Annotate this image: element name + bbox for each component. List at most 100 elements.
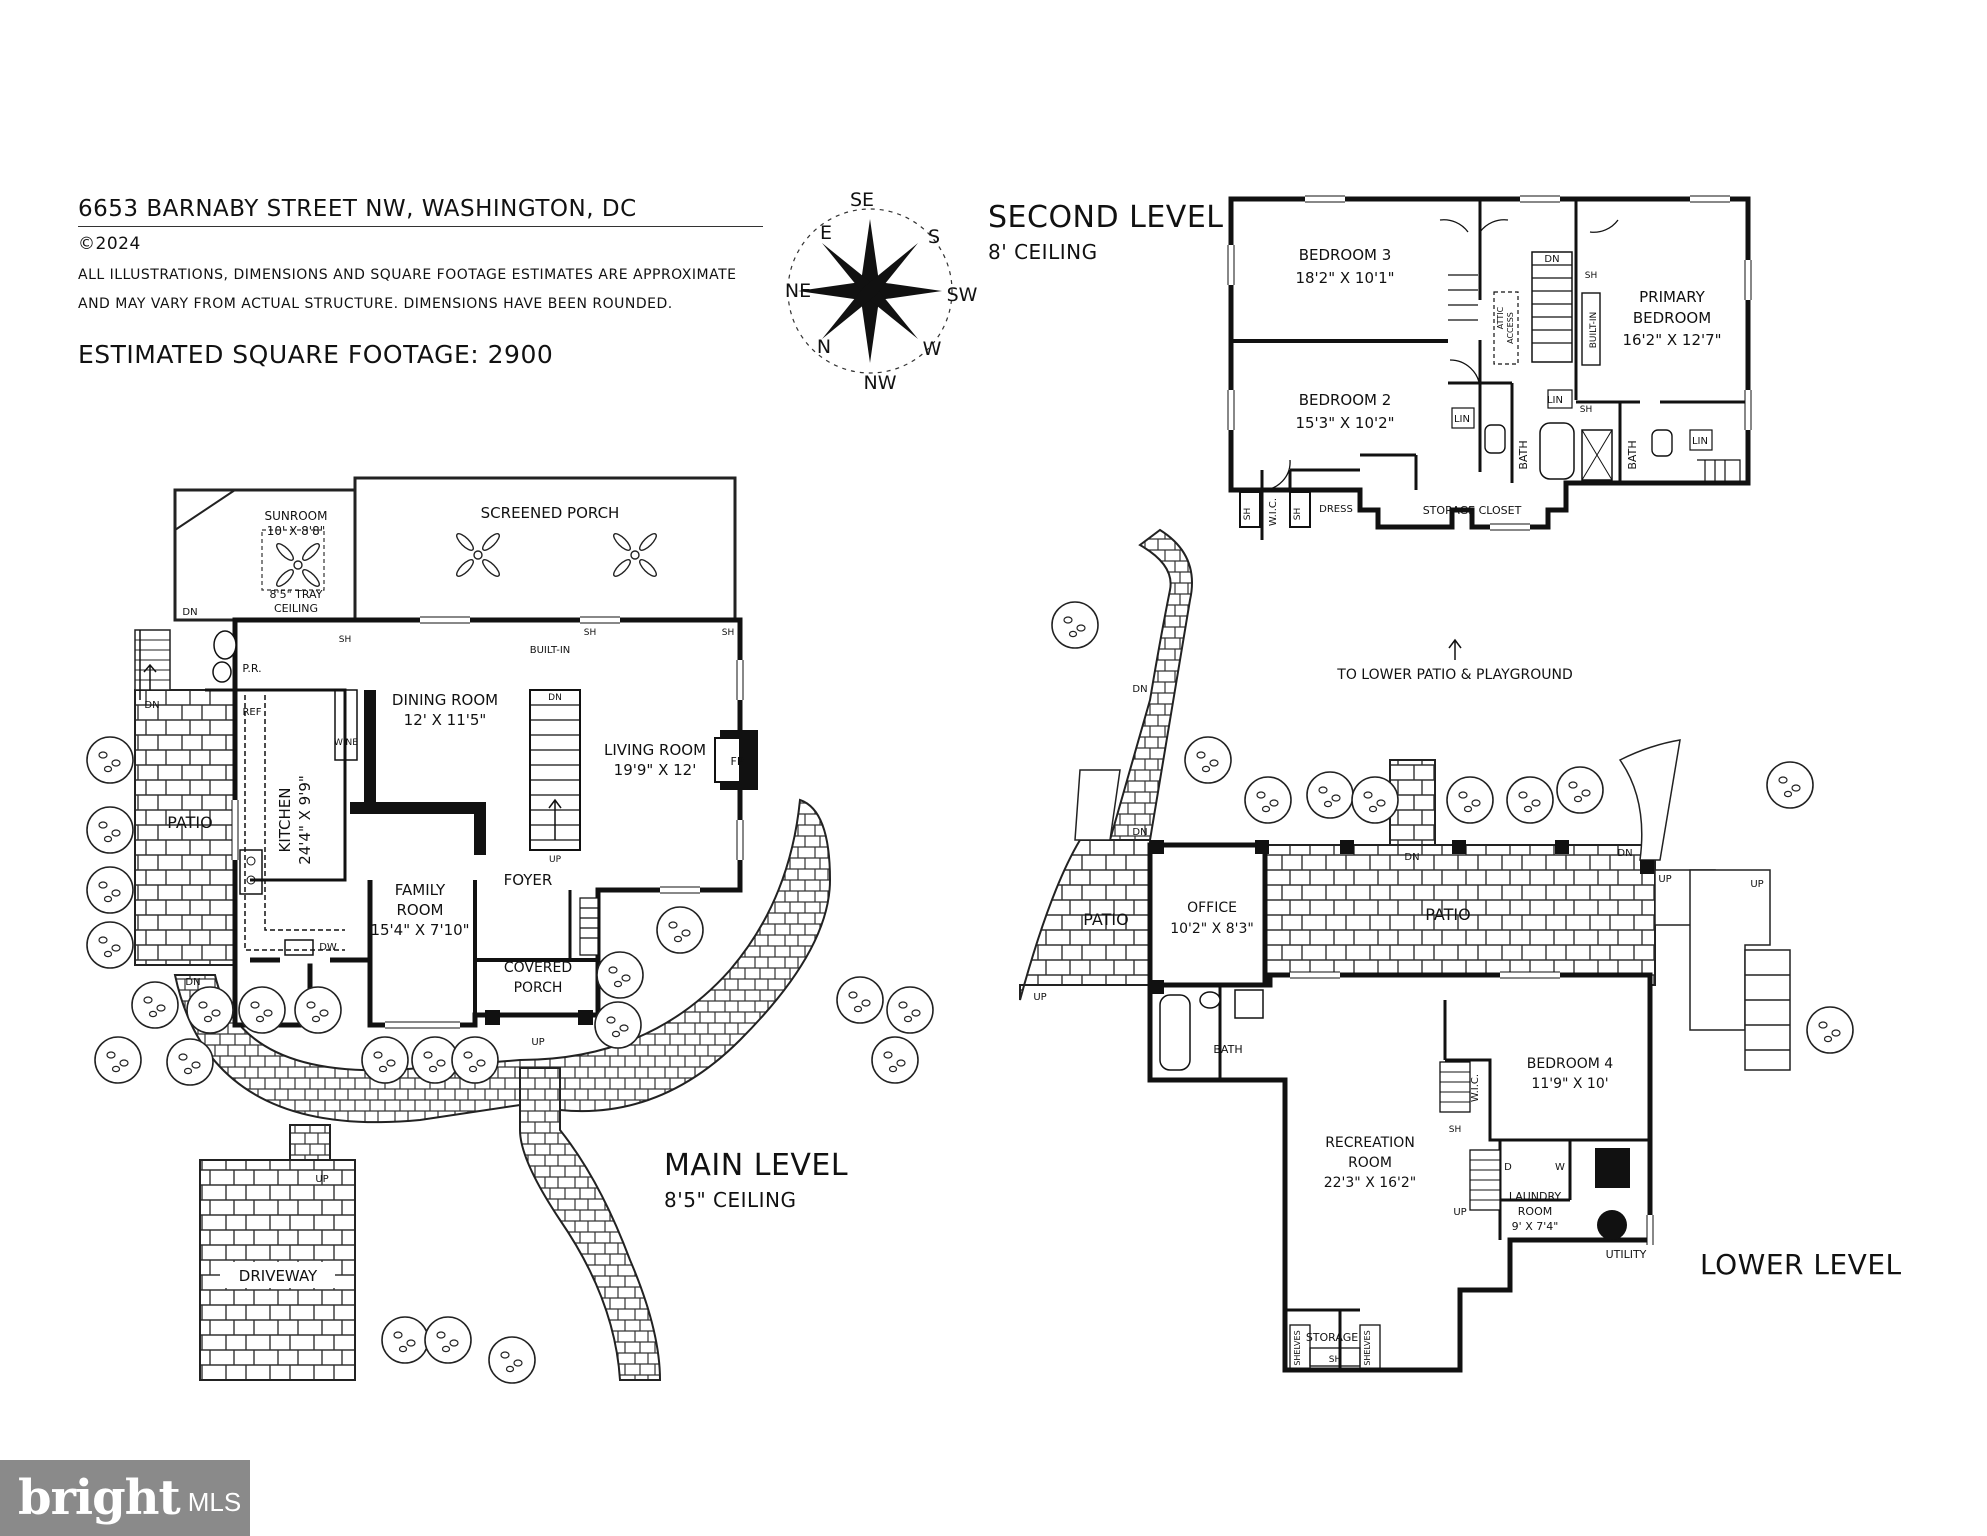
compass-nw: NW: [864, 372, 897, 394]
sunroom-label: SUNROOM: [265, 509, 328, 523]
lower-bath-label: BATH: [1213, 1043, 1242, 1056]
main-level-ceiling: 8'5" CEILING: [664, 1188, 797, 1212]
second-lin-1: LIN: [1547, 395, 1563, 406]
bedroom-4-dimensions: 11'9" X 10': [1531, 1076, 1608, 1092]
washer-label: W: [1555, 1162, 1565, 1173]
main-level-title: MAIN LEVEL: [664, 1148, 849, 1183]
second-level-labels: BEDROOM 3 18'2" X 10'1" BEDROOM 2 15'3" …: [1243, 246, 1722, 526]
living-room-dimensions: 19'9" X 12': [614, 761, 697, 779]
fireplace-label: FP: [731, 755, 744, 768]
main-built-in-label: BUILT-IN: [530, 645, 571, 656]
second-lin-3: LIN: [1692, 436, 1708, 447]
bedroom-2-dimensions: 15'3" X 10'2": [1295, 414, 1394, 432]
square-footage: ESTIMATED SQUARE FOOTAGE: 2900: [78, 340, 554, 369]
second-sh-4: SH: [1293, 508, 1303, 520]
second-sh-1: SH: [1585, 271, 1597, 281]
main-stair-up: UP: [549, 855, 562, 865]
main-sh-1: SH: [339, 635, 351, 645]
compass-rose: SE S SW W NW N NE E: [785, 189, 978, 394]
attic-label-1: ATTIC: [1496, 306, 1505, 329]
main-stair-dn: DN: [548, 693, 562, 703]
foyer-label: FOYER: [504, 871, 553, 889]
second-bath-2: BATH: [1626, 440, 1639, 469]
laundry-label-2: ROOM: [1518, 1205, 1552, 1218]
main-up-driveway: UP: [315, 1174, 328, 1185]
header-divider: [78, 226, 763, 227]
second-wic: W.I.C.: [1268, 498, 1279, 526]
second-sh-2: SH: [1580, 405, 1592, 415]
compass-se: SE: [850, 189, 874, 211]
shelves-label-2: SHELVES: [1363, 1330, 1372, 1365]
family-room-dimensions: 15'4" X 7'10": [370, 921, 469, 939]
lower-up-4: UP: [1453, 1207, 1466, 1218]
covered-porch-label-1: COVERED: [504, 960, 572, 976]
second-level-ceiling: 8' CEILING: [988, 240, 1098, 264]
sunroom-dimensions: 10' X 8'8": [267, 524, 326, 538]
bedroom-4-label: BEDROOM 4: [1527, 1056, 1614, 1072]
lower-main-patio-label: PATIO: [1425, 905, 1470, 924]
laundry-label-1: LAUNDRY: [1509, 1190, 1562, 1203]
main-level-labels: SUNROOM 10' X 8'8" 8'5" TRAY CEILING SCR…: [144, 504, 744, 1288]
driveway-label: DRIVEWAY: [239, 1267, 318, 1285]
dining-room-label: DINING ROOM: [392, 691, 498, 709]
compass-n: N: [817, 336, 831, 358]
property-address: 6653 BARNABY STREET NW, WASHINGTON, DC: [78, 196, 637, 222]
lower-dn-2: DN: [1132, 684, 1147, 695]
dining-room-dimensions: 12' X 11'5": [404, 711, 487, 729]
primary-bedroom-label-2: BEDROOM: [1633, 309, 1711, 327]
lower-up-1: UP: [1033, 992, 1046, 1003]
primary-bedroom-dimensions: 16'2" X 12'7": [1622, 331, 1721, 349]
compass-w: W: [923, 338, 942, 360]
tray-ceiling-1: 8'5" TRAY: [270, 588, 323, 601]
office-label: OFFICE: [1187, 900, 1237, 916]
lower-sh-storage: SH: [1329, 1355, 1341, 1365]
lower-up-2: UP: [1658, 874, 1671, 885]
lower-dn-1: DN: [1132, 827, 1147, 838]
lower-level-title: LOWER LEVEL: [1700, 1248, 1902, 1281]
kitchen-dimensions: 24'4" X 9'9": [296, 775, 314, 865]
logo-bright-text: bright: [18, 1470, 181, 1526]
primary-bedroom-label-1: PRIMARY: [1639, 288, 1706, 306]
second-sh-3: SH: [1243, 508, 1253, 520]
second-level-plan: [1227, 195, 1752, 540]
compass-ne: NE: [785, 280, 811, 302]
recreation-room-label-2: ROOM: [1348, 1155, 1392, 1171]
kitchen-label: KITCHEN: [276, 788, 294, 853]
lower-west-patio-label: PATIO: [1083, 910, 1128, 929]
disclaimer-line-2: AND MAY VARY FROM ACTUAL STRUCTURE. DIME…: [78, 296, 673, 312]
lower-dn-4: DN: [1617, 848, 1632, 859]
main-level-plan: [86, 476, 934, 1384]
to-lower-patio-label: TO LOWER PATIO & PLAYGROUND: [1336, 667, 1572, 683]
second-level-title: SECOND LEVEL: [988, 200, 1224, 235]
living-room-label: LIVING ROOM: [604, 741, 706, 759]
laundry-dimensions: 9' X 7'4": [1512, 1220, 1559, 1233]
bedroom-3-dimensions: 18'2" X 10'1": [1295, 269, 1394, 287]
lower-level-labels: TO LOWER PATIO & PLAYGROUND PATIO PATIO …: [1033, 667, 1763, 1366]
lower-sh-wic: SH: [1449, 1125, 1461, 1135]
main-sh-2: SH: [584, 628, 596, 638]
second-stair-dn: DN: [1544, 254, 1559, 265]
lower-up-3: UP: [1750, 879, 1763, 890]
recreation-room-dimensions: 22'3" X 16'2": [1324, 1175, 1417, 1191]
copyright-notice: ©2024: [78, 234, 141, 254]
recreation-room-label-1: RECREATION: [1325, 1135, 1415, 1151]
ref-label: REF: [242, 707, 261, 718]
lower-dn-3: DN: [1404, 852, 1419, 863]
dryer-label: D: [1504, 1162, 1512, 1173]
compass-s: S: [928, 226, 940, 248]
screened-porch-label: SCREENED PORCH: [481, 504, 620, 522]
second-built-in: BUILT-IN: [1589, 312, 1599, 349]
powder-room-label: P.R.: [242, 662, 261, 675]
bright-mls-logo: bright MLS: [0, 1460, 250, 1536]
office-dimensions: 10'2" X 8'3": [1170, 921, 1254, 937]
compass-e: E: [820, 222, 832, 244]
utility-label: UTILITY: [1606, 1248, 1647, 1261]
family-room-label-2: ROOM: [397, 901, 444, 919]
storage-label: STORAGE: [1306, 1331, 1358, 1344]
lower-wic: W.I.C.: [1470, 1074, 1481, 1102]
covered-porch-label-2: PORCH: [514, 980, 563, 996]
main-sh-3: SH: [722, 628, 734, 638]
main-dn-3: DN: [185, 977, 200, 988]
